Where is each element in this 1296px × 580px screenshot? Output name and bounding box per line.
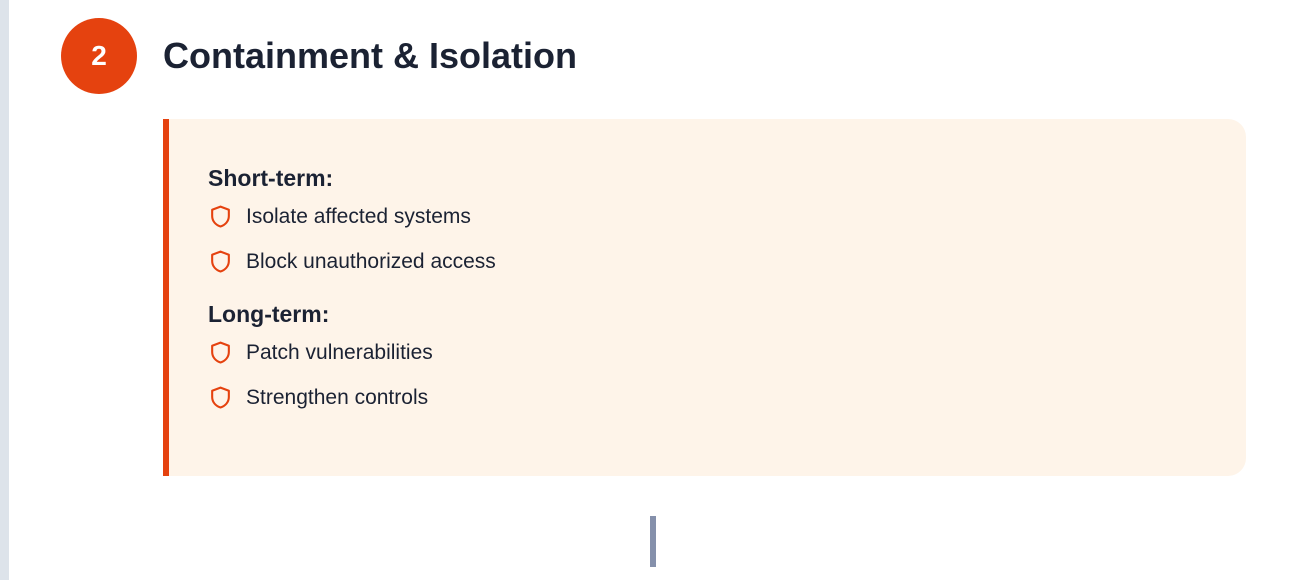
list-item: Patch vulnerabilities bbox=[208, 330, 1246, 375]
short-term-heading: Short-term: bbox=[208, 165, 334, 191]
section-title: Containment & Isolation bbox=[163, 35, 577, 76]
long-term-heading: Long-term: bbox=[208, 301, 330, 327]
shield-icon bbox=[208, 204, 233, 229]
shield-icon bbox=[208, 385, 233, 410]
shield-icon bbox=[208, 249, 233, 274]
short-term-group: Short-term: Isolate affected systems bbox=[208, 163, 1246, 284]
long-term-group: Long-term: Patch vulnerabilities bbox=[208, 299, 1246, 420]
list-item: Block unauthorized access bbox=[208, 239, 1246, 284]
long-term-list: Patch vulnerabilities Strengthen control… bbox=[208, 330, 1246, 420]
list-item-label: Strengthen controls bbox=[246, 385, 429, 409]
short-term-list: Isolate affected systems Block unauthori… bbox=[208, 194, 1246, 284]
step-number: 2 bbox=[91, 40, 107, 71]
step-number-badge: 2 bbox=[61, 18, 137, 94]
step-connector-line bbox=[650, 516, 656, 567]
list-item: Strengthen controls bbox=[208, 375, 1246, 420]
list-item: Isolate affected systems bbox=[208, 194, 1246, 239]
shield-icon bbox=[208, 340, 233, 365]
list-item-label: Patch vulnerabilities bbox=[246, 340, 433, 364]
list-item-label: Isolate affected systems bbox=[246, 204, 471, 228]
containment-card: Short-term: Isolate affected systems bbox=[163, 119, 1246, 476]
left-rail bbox=[0, 0, 9, 580]
list-item-label: Block unauthorized access bbox=[246, 249, 496, 273]
